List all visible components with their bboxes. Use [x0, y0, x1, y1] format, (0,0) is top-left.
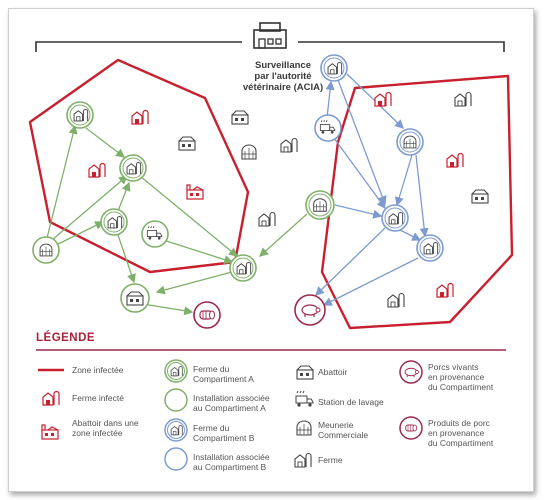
authority-building-icon	[248, 22, 292, 51]
legend-infected-zone-label: Zone infectée	[72, 365, 124, 375]
farm-compartment-a	[100, 208, 128, 236]
legend-install-a-icon	[164, 388, 188, 412]
abattoir-icon	[471, 189, 489, 204]
farm-compartment-b	[381, 204, 409, 232]
authority-label-1: Surveillance	[255, 60, 311, 71]
mill-compartment-a	[305, 190, 335, 220]
diagram-frame	[8, 8, 534, 492]
legend-infected-farm-label: Ferme infecté	[72, 393, 124, 403]
infected-abattoir-icon	[186, 184, 204, 200]
authority-label-3: vétérinaire (ACIA)	[243, 82, 323, 93]
infected-farm-icon	[436, 282, 454, 298]
legend-abattoir-icon	[296, 365, 314, 380]
farm-compartment-b	[320, 54, 348, 82]
infected-zone-right	[320, 74, 514, 330]
compartment-a-flows	[46, 124, 308, 316]
wash-station-installation-b	[314, 114, 342, 142]
legend-farm-label: Ferme	[318, 455, 343, 465]
legend-wash-station-icon	[295, 390, 314, 408]
legend-live-pigs-icon	[399, 360, 423, 384]
compartment-b-flows	[315, 73, 429, 306]
authority-bracket	[35, 41, 505, 52]
legend-infected-farm-icon	[42, 390, 60, 406]
legend-pork-products-icon	[399, 416, 423, 440]
legend-install-b-icon	[164, 447, 188, 471]
farm-icon	[280, 137, 298, 153]
infected-farm-icon	[374, 91, 392, 107]
infected-farm-icon	[88, 162, 106, 178]
legend-farm-b-icon	[164, 418, 188, 442]
legend-wash-label: Station de lavage	[318, 397, 384, 407]
mill-icon	[241, 144, 257, 160]
authority-label-2: par l'autorité	[254, 71, 311, 82]
farm-compartment-a	[66, 101, 94, 129]
mill-installation-a	[32, 236, 60, 264]
legend-mill-icon	[296, 420, 312, 436]
farm-icon	[387, 292, 405, 308]
wash-station-installation-a	[141, 220, 169, 248]
live-pigs-icon	[294, 294, 326, 326]
legend-farm-icon	[294, 452, 312, 468]
farm-compartment-a	[229, 254, 257, 282]
legend-title: LÉGENDE	[36, 332, 96, 344]
farm-icon	[258, 211, 276, 227]
abattoir-icon	[178, 136, 196, 151]
pork-products-icon	[193, 301, 221, 329]
abattoir-icon	[231, 110, 249, 125]
abattoir-installation-a	[120, 283, 150, 313]
legend-farm-a-icon	[164, 359, 188, 383]
infected-zone-left	[28, 58, 250, 274]
farm-icon	[454, 91, 472, 107]
farm-compartment-b	[416, 234, 444, 262]
mill-compartment-b	[396, 128, 424, 156]
legend-infected-abattoir-icon	[41, 424, 59, 440]
legend-abattoir-label: Abattoir	[318, 367, 348, 377]
infected-farm-icon	[131, 109, 149, 125]
infected-farm-icon	[446, 152, 464, 168]
farm-compartment-a	[119, 154, 147, 182]
